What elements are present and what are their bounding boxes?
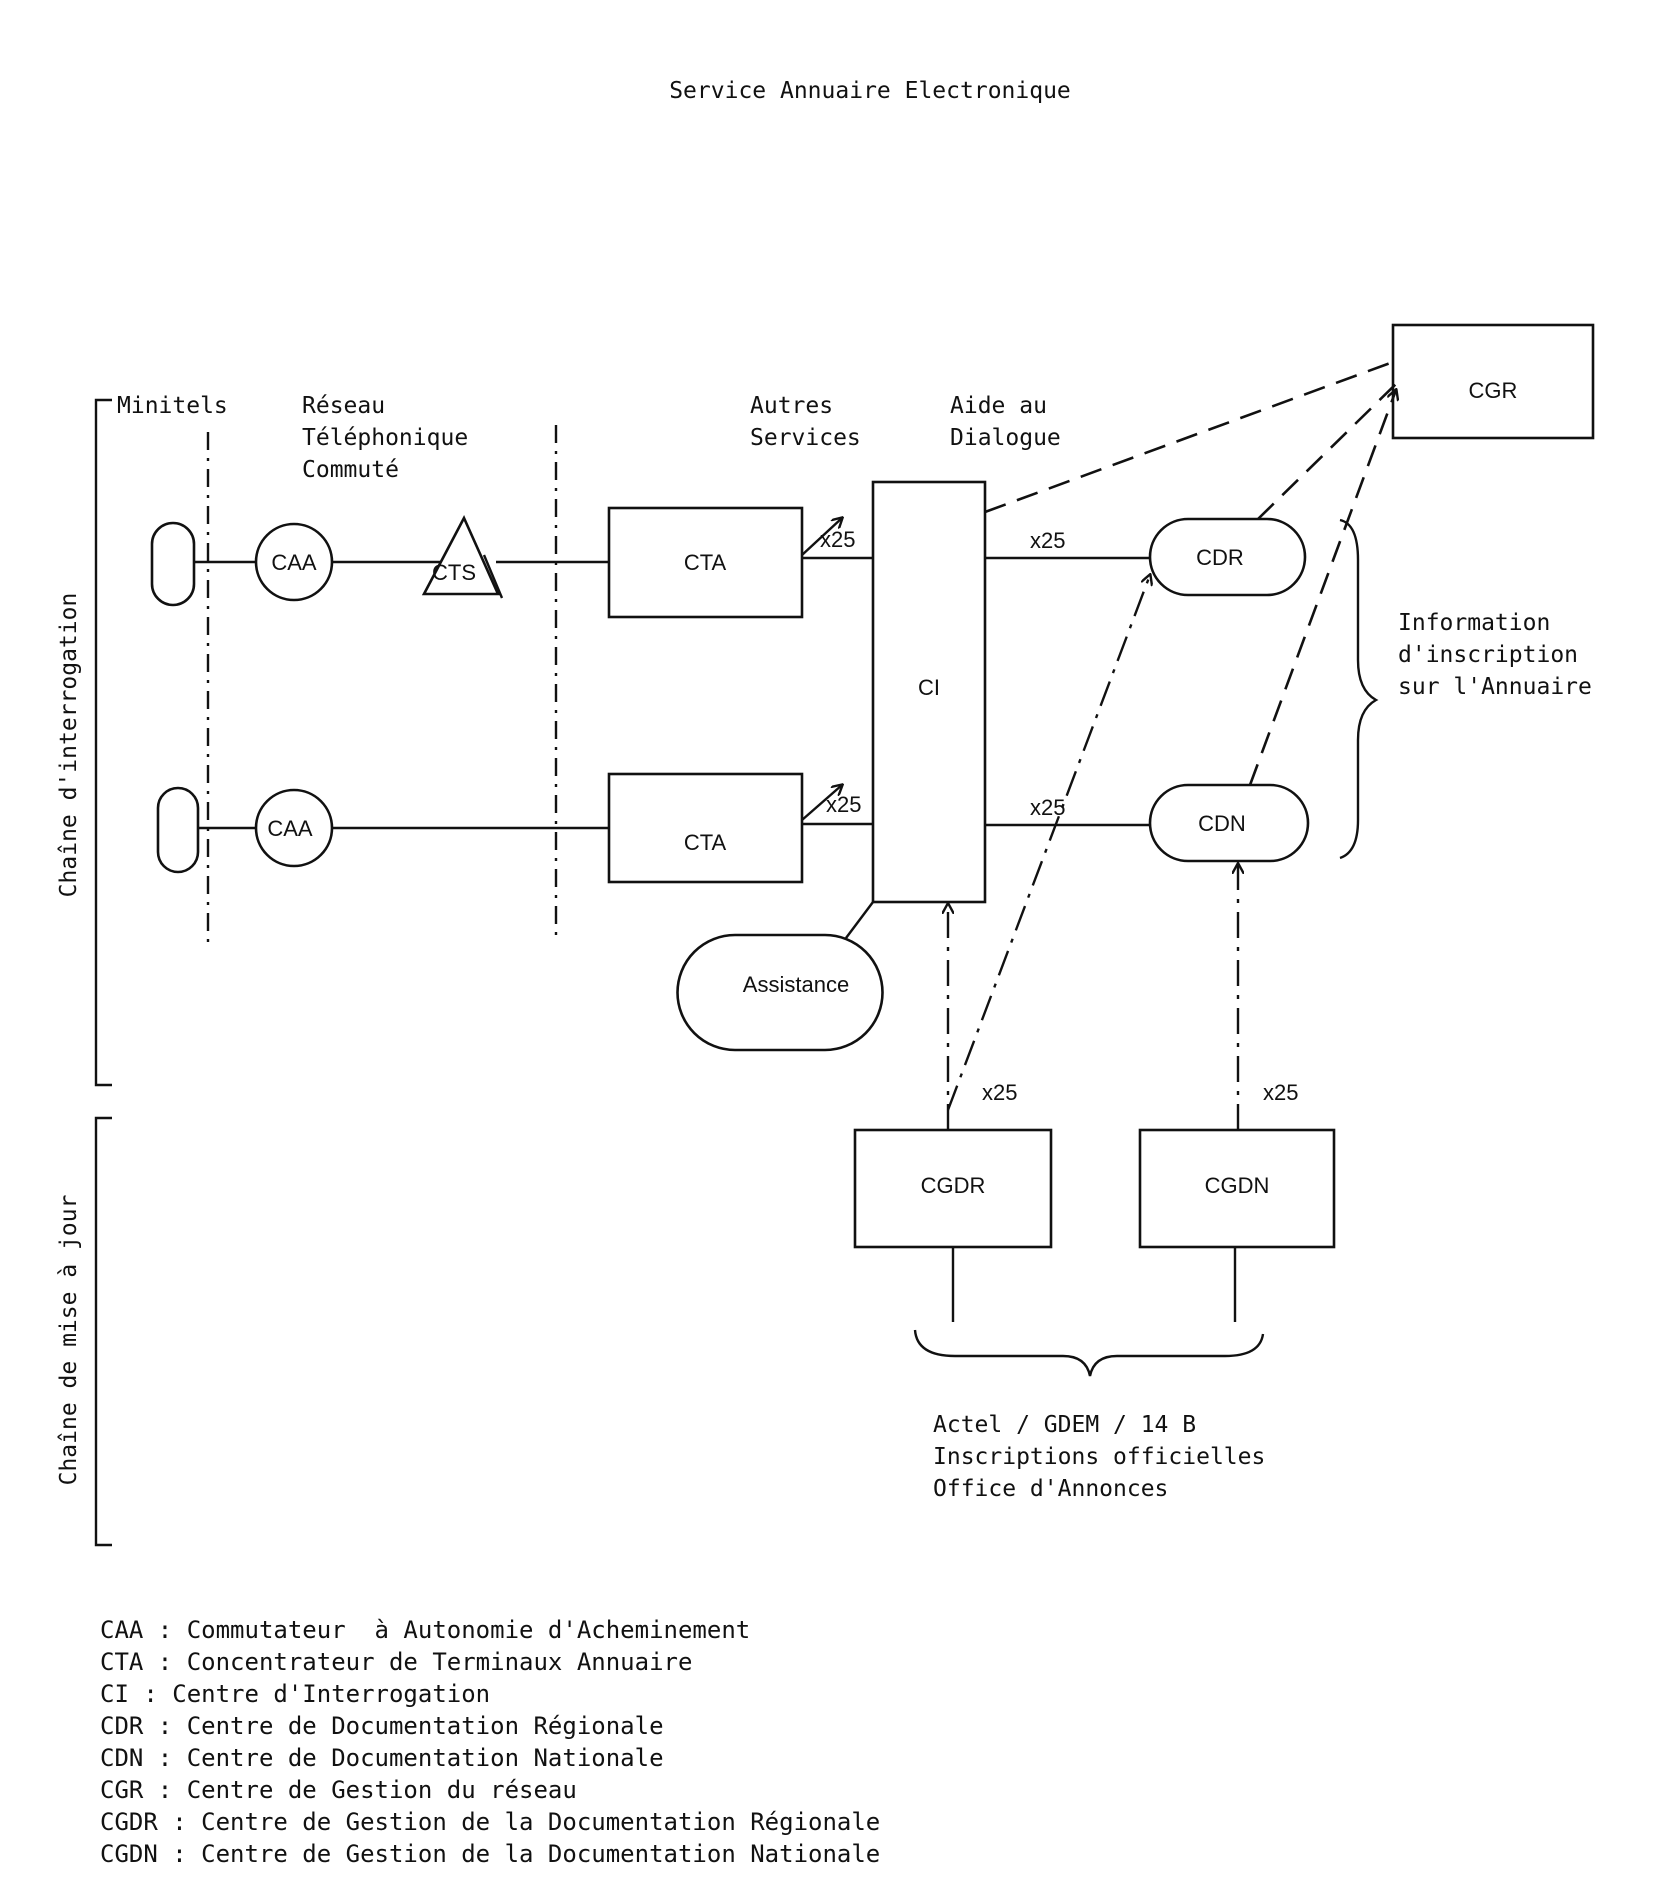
column-label-minitels: Minitels	[117, 393, 228, 419]
cdr-node	[1148, 517, 1307, 597]
cgr-label: CGR	[1469, 378, 1518, 403]
assistance-node	[676, 933, 884, 1052]
cts-node	[421, 515, 501, 596]
legend-item: CTA : Concentrateur de Terminaux Annuair…	[100, 1648, 692, 1676]
column-label-aide: Aide au	[950, 393, 1047, 419]
interrogation-bracket	[94, 398, 112, 1087]
side-label-interrogation: Chaîne d'interrogation	[56, 593, 82, 898]
x25-label-ci-cdn: x25	[1030, 795, 1065, 820]
column-label-reseau-line2: Téléphonique	[302, 425, 468, 451]
cts-label: CTS	[432, 560, 476, 585]
cta-node	[607, 772, 804, 884]
legend-item: CDN : Centre de Documentation Nationale	[100, 1744, 664, 1772]
x25-label-cta-ci: x25	[826, 792, 861, 817]
sources-line2: Inscriptions officielles	[933, 1444, 1265, 1470]
link-cgr-cdn	[1248, 390, 1396, 786]
cta-label: CTA	[684, 830, 727, 855]
legend-item: CAA : Commutateur à Autonomie d'Achemine…	[100, 1616, 750, 1644]
legend-item: CDR : Centre de Documentation Régionale	[100, 1712, 664, 1740]
cdr-label: CDR	[1196, 545, 1244, 570]
sources-brace	[913, 1329, 1265, 1377]
link-cgr-ci	[984, 360, 1394, 514]
sources-line3: Office d'Annonces	[933, 1476, 1168, 1502]
legend-item: CGDR : Centre de Gestion de la Documenta…	[100, 1808, 880, 1836]
cta-node	[607, 506, 804, 619]
cdn-node	[1148, 783, 1310, 863]
mise-a-jour-bracket	[94, 1116, 112, 1547]
column-label-reseau: Réseau	[302, 393, 385, 419]
cta-label: CTA	[684, 550, 727, 575]
cgr-node	[1391, 323, 1595, 440]
minitel-terminal	[156, 786, 200, 874]
assistance-label: Assistance	[743, 972, 849, 997]
cgdn-label: CGDN	[1205, 1173, 1270, 1198]
info-label-line3: sur l'Annuaire	[1398, 674, 1592, 700]
ci-node	[871, 480, 987, 904]
column-label-autres: Autres	[750, 393, 833, 419]
diagram-title: Service Annuaire Electronique	[669, 78, 1071, 104]
x25-label-cgdr: x25	[982, 1080, 1017, 1105]
legend: CAA : Commutateur à Autonomie d'Achemine…	[100, 1616, 880, 1868]
side-label-mise-a-jour: Chaîne de mise à jour	[56, 1195, 82, 1486]
autres-services-arrow	[801, 518, 842, 556]
cgdn-node	[1138, 1128, 1336, 1249]
legend-item: CGDN : Centre de Gestion de la Documenta…	[100, 1840, 880, 1868]
legend-item: CGR : Centre de Gestion du réseau	[100, 1776, 577, 1804]
x25-label-cgdn: x25	[1263, 1080, 1298, 1105]
cdn-label: CDN	[1198, 811, 1246, 836]
cgdr-label: CGDR	[921, 1173, 986, 1198]
minitel-terminal	[150, 521, 196, 607]
caa-label: CAA	[271, 550, 317, 575]
cts-arrow	[482, 554, 504, 599]
cgdr-node	[853, 1128, 1053, 1249]
column-label-autres-line2: Services	[750, 425, 861, 451]
info-label-line1: Information	[1398, 610, 1550, 636]
x25-label-cta-ci: x25	[820, 527, 855, 552]
column-label-reseau-line3: Commuté	[302, 457, 399, 483]
autres-services-arrow	[801, 785, 842, 821]
caa-label: CAA	[267, 816, 313, 841]
ci-label: CI	[918, 675, 940, 700]
x25-label-ci-cdr: x25	[1030, 528, 1065, 553]
sources-line1: Actel / GDEM / 14 B	[933, 1412, 1196, 1438]
info-brace	[1339, 518, 1379, 860]
info-label-line2: d'inscription	[1398, 642, 1578, 668]
legend-item: CI : Centre d'Interrogation	[100, 1680, 490, 1708]
column-label-aide-line2: Dialogue	[950, 425, 1061, 451]
link-ci-assistance	[845, 901, 874, 939]
